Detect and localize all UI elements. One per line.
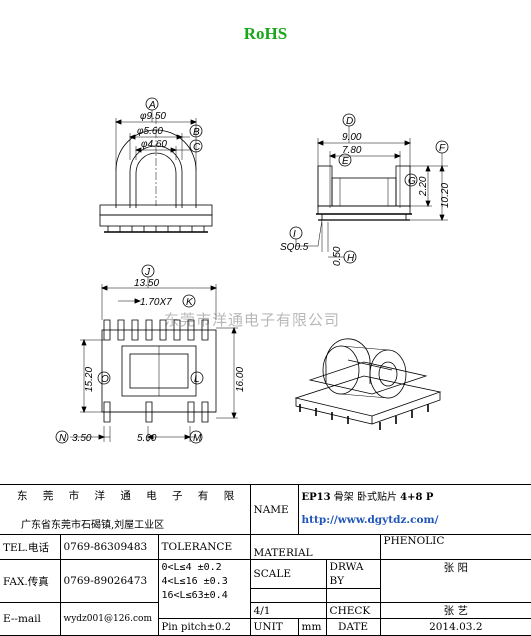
- name-label: NAME: [249, 484, 299, 535]
- check-value: 张 艺: [379, 602, 531, 619]
- rohs-label: RoHS: [243, 24, 288, 43]
- dim-label-g: G: [408, 176, 416, 187]
- dim-value-i: SQ0.5: [280, 242, 309, 253]
- dim-value-j: 13.50: [134, 278, 159, 289]
- dim-label-f: F: [439, 143, 446, 154]
- dim-value-n: 3.50: [72, 433, 92, 444]
- dim-label-i: I: [293, 229, 296, 240]
- dim-value-e: 7.80: [342, 145, 362, 156]
- dim-label-j: J: [144, 267, 151, 278]
- side-view: [289, 113, 449, 264]
- tolerance-values: 0<L≤4 ±0.2 4<L≤16 ±0.3 16<L≤63±0.4: [157, 559, 251, 619]
- isometric-view: [294, 338, 442, 430]
- drawn-label: DRWA BY: [325, 559, 381, 589]
- unit-label: UNIT: [249, 618, 299, 636]
- part-desc: 骨架 卧式贴片: [330, 492, 401, 503]
- date-value: 2014.03.2: [379, 618, 531, 636]
- fax-value: 0769-89026473: [59, 559, 159, 603]
- drawn-value: 张 阳: [379, 559, 531, 603]
- material-value: PHENOLIC: [379, 534, 531, 560]
- title-block: 东 莞 市 洋 通 电 子 有 限 公 司 广东省东莞市石碣镇,刘屋工业区 NA…: [0, 484, 531, 636]
- material-label: MATERIAL: [249, 534, 381, 560]
- check-label: CHECK: [325, 602, 381, 619]
- pin-pitch: Pin pitch±0.2: [157, 618, 251, 636]
- website-link[interactable]: http://www.dgytdz.com/: [301, 514, 439, 526]
- dim-label-l: L: [194, 374, 200, 385]
- dim-value-l: 16.00: [235, 367, 246, 392]
- dim-label-e: E: [342, 156, 349, 167]
- dim-value-m: 5.00: [137, 433, 157, 444]
- tol-range-3: 16<L≤63±0.4: [161, 590, 228, 601]
- part-name-cell: EP13 骨架 卧式贴片 4+8 P http://www.dgytdz.com…: [297, 484, 531, 535]
- dim-label-c: C: [193, 142, 201, 153]
- dim-label-b: B: [193, 127, 200, 138]
- date-label: DATE: [325, 618, 381, 636]
- tel-label: TEL.电话: [0, 534, 61, 560]
- drawn-spacer: [325, 588, 381, 603]
- dim-value-a: φ9.50: [140, 111, 166, 122]
- dim-value-k: 1.70X7: [140, 297, 172, 308]
- email-value: wydz001@126.com: [59, 602, 159, 636]
- scale-value: 4/1: [249, 602, 327, 619]
- part-pins: 4+8 P: [400, 492, 434, 503]
- dim-value-f: 10.20: [440, 183, 451, 208]
- unit-value: mm: [297, 618, 327, 636]
- tolerance-label: TOLERANCE: [157, 534, 251, 560]
- email-label: E--mail: [0, 602, 61, 636]
- company-address: 广东省东莞市石碣镇,刘屋工业区: [21, 520, 165, 531]
- dim-value-o: 15.20: [84, 367, 95, 392]
- dim-label-h: H: [347, 253, 355, 264]
- dim-label-n: N: [59, 433, 67, 444]
- front-view: [99, 97, 213, 233]
- scale-empty: [249, 588, 327, 603]
- part-prefix: EP13: [301, 492, 331, 503]
- dim-value-g: 2.20: [418, 176, 429, 197]
- company-cell: 东 莞 市 洋 通 电 子 有 限 公 司 广东省东莞市石碣镇,刘屋工业区: [0, 484, 251, 535]
- dim-value-c: φ4.60: [141, 139, 167, 150]
- dim-value-d: 9.00: [342, 132, 362, 143]
- dim-label-m: M: [193, 433, 202, 444]
- dim-label-d: D: [346, 116, 353, 127]
- company-name: 东 莞 市 洋 通 电 子 有 限 公 司: [17, 490, 249, 502]
- dim-label-o: O: [101, 374, 109, 385]
- dim-value-b: φ5.60: [137, 126, 163, 137]
- tel-value: 0769-86309483: [59, 534, 159, 560]
- dim-label-a: A: [148, 100, 156, 111]
- bottom-view: [55, 264, 238, 444]
- fax-label: FAX.传真: [0, 559, 61, 603]
- dim-label-k: K: [186, 297, 194, 308]
- scale-label: SCALE: [249, 559, 327, 589]
- watermark-text: 东莞市洋通电子有限公司: [164, 311, 341, 329]
- tol-range-2: 4<L≤16 ±0.3: [161, 576, 228, 587]
- tol-range-1: 0<L≤4 ±0.2: [161, 562, 222, 573]
- dim-value-h: 0.50: [332, 246, 343, 266]
